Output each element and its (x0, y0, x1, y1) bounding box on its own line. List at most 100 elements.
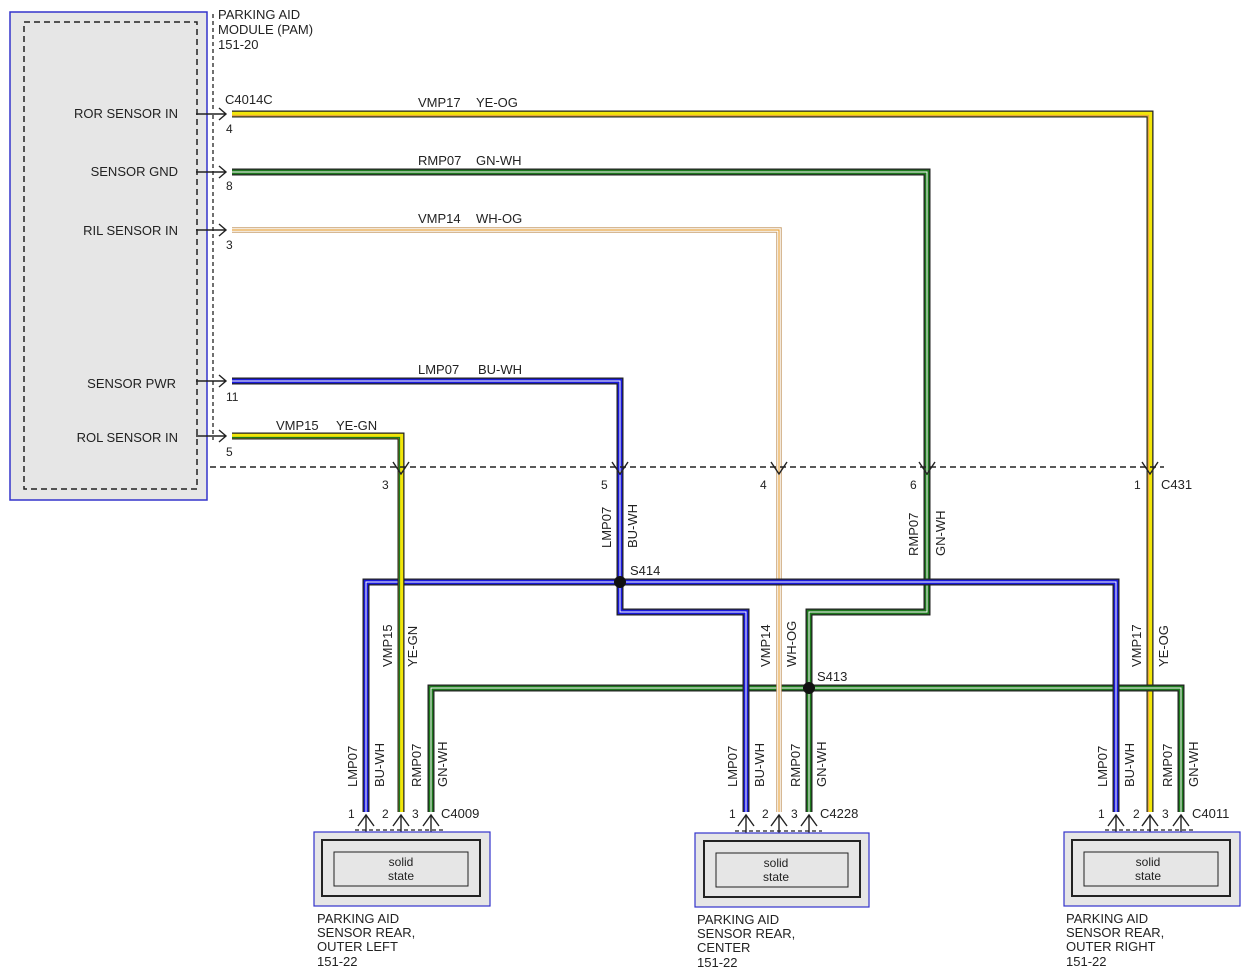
wire-pwr (232, 377, 750, 812)
module-title-line2: MODULE (PAM) (218, 22, 313, 37)
center-title-1: PARKING AID (697, 912, 779, 927)
pin-arrow-pwr (196, 374, 228, 388)
vlabel-left-gnd-circuit: RMP07 (409, 744, 424, 787)
vlabel-left-gnd-color: GN-WH (435, 742, 450, 788)
vlabel-right-gnd-color: GN-WH (1186, 742, 1201, 788)
module-pin-arrows (196, 107, 228, 443)
right-title-4: 151-22 (1066, 954, 1106, 969)
left-pin-1: 1 (348, 807, 355, 821)
inline-arrow-3 (392, 461, 410, 476)
splice-s414-label: S414 (630, 563, 660, 578)
right-title-3: OUTER RIGHT (1066, 939, 1156, 954)
left-title-1: PARKING AID (317, 911, 399, 926)
vlabel-ril-color: WH-OG (784, 621, 799, 667)
ror-color: YE-OG (476, 95, 518, 110)
vlabel-ror-color: YE-OG (1156, 625, 1171, 667)
ril-circuit: VMP14 (418, 211, 461, 226)
right-title-2: SENSOR REAR, (1066, 925, 1164, 940)
center-connector-id: C4228 (820, 806, 858, 821)
ril-color: WH-OG (476, 211, 522, 226)
pin-number-gnd: 8 (226, 179, 233, 193)
vlabel-center-pwr-color: BU-WH (752, 743, 767, 787)
vlabel-gnd-color: GN-WH (933, 511, 948, 557)
vlabel-center-gnd-circuit: RMP07 (788, 744, 803, 787)
center-solid-state-box (715, 852, 849, 888)
inline-pin-5: 5 (601, 478, 608, 492)
left-inner-line1: solid (389, 855, 414, 869)
wire-ril (232, 227, 782, 812)
vlabel-center-pwr-circuit: LMP07 (725, 746, 740, 787)
right-inner-line2: state (1135, 869, 1161, 883)
pin-number-ror: 4 (226, 122, 233, 136)
vlabel-center-gnd-color: GN-WH (814, 742, 829, 788)
pin-arrow-ril (196, 223, 228, 237)
pin-number-rol: 5 (226, 445, 233, 459)
module-title-line1: PARKING AID (218, 7, 300, 22)
vlabel-rol-color: YE-GN (405, 626, 420, 667)
left-title-2: SENSOR REAR, (317, 925, 415, 940)
pin-label-rol: ROL SENSOR IN (77, 430, 178, 445)
center-title-2: SENSOR REAR, (697, 926, 795, 941)
vertical-wire-labels: LMP07 BU-WH RMP07 GN-WH VMP15 YE-GN VMP1… (345, 504, 1201, 787)
module-connector-id: C4014C (225, 92, 273, 107)
right-solid-state-box (1083, 851, 1219, 887)
splice-s414-dot (614, 576, 626, 588)
vlabel-pwr-circuit: LMP07 (599, 507, 614, 548)
inline-pin-3: 3 (382, 478, 389, 492)
left-solid-state-box (333, 851, 469, 887)
wire-rol (232, 432, 405, 812)
pin-arrow-rol (196, 429, 228, 443)
inline-arrow-4 (770, 461, 788, 476)
wires (232, 110, 1185, 812)
vlabel-pwr-color: BU-WH (625, 504, 640, 548)
horizontal-wire-labels: VMP17 YE-OG RMP07 GN-WH VMP14 WH-OG LMP0… (276, 95, 522, 433)
center-pin-2: 2 (762, 807, 769, 821)
pin-number-pwr: 11 (226, 390, 239, 404)
right-sensor-body (1071, 839, 1231, 897)
pin-label-gnd: SENSOR GND (91, 164, 178, 179)
left-connector-id: C4009 (441, 806, 479, 821)
gnd-circuit: RMP07 (418, 153, 461, 168)
pin-label-pwr: SENSOR PWR (87, 376, 176, 391)
vlabel-right-pwr-circuit: LMP07 (1095, 746, 1110, 787)
vlabel-rol-circuit: VMP15 (380, 624, 395, 667)
splices: S414 S413 (614, 563, 847, 694)
inline-arrow-1 (1141, 461, 1159, 476)
inline-arrow-6 (918, 461, 936, 476)
splice-s413-dot (803, 682, 815, 694)
parking-aid-module: PARKING AID MODULE (PAM) 151-20 C4014C R… (9, 7, 313, 501)
pin-arrow-gnd (196, 165, 228, 179)
right-title-1: PARKING AID (1066, 911, 1148, 926)
pin-number-ril: 3 (226, 238, 233, 252)
splice-s413-label: S413 (817, 669, 847, 684)
center-pin-1: 1 (729, 807, 736, 821)
pin-arrow-ror (196, 107, 228, 121)
wire-gnd (232, 168, 931, 812)
vlabel-left-pwr-color: BU-WH (372, 743, 387, 787)
vlabel-right-pwr-color: BU-WH (1122, 743, 1137, 787)
vlabel-left-pwr-circuit: LMP07 (345, 746, 360, 787)
pin-label-ror: ROR SENSOR IN (74, 106, 178, 121)
vlabel-ril-circuit: VMP14 (758, 624, 773, 667)
pwr-circuit: LMP07 (418, 362, 459, 377)
left-inner-line2: state (388, 869, 414, 883)
sensor-center: 1 2 3 C4228 solid state PARKING AID SENS… (694, 806, 870, 970)
right-pin-1: 1 (1098, 807, 1105, 821)
inline-pin-1: 1 (1134, 478, 1141, 492)
center-inner-line1: solid (764, 856, 789, 870)
left-pin-2: 2 (382, 807, 389, 821)
left-sensor-body (321, 839, 481, 897)
center-inner-line2: state (763, 870, 789, 884)
inline-connector-c431: 3 5 4 6 1 C431 (210, 461, 1192, 492)
pin-label-ril: RIL SENSOR IN (83, 223, 178, 238)
ror-circuit: VMP17 (418, 95, 461, 110)
pwr-color: BU-WH (478, 362, 522, 377)
inline-pin-4: 4 (760, 478, 767, 492)
center-title-3: CENTER (697, 940, 750, 955)
module-title-line3: 151-20 (218, 37, 258, 52)
sensor-outer-left: 1 2 3 C4009 solid state PARKING AID SENS… (313, 806, 491, 969)
vlabel-right-gnd-circuit: RMP07 (1160, 744, 1175, 787)
left-pin-3: 3 (412, 807, 419, 821)
gnd-color: GN-WH (476, 153, 522, 168)
